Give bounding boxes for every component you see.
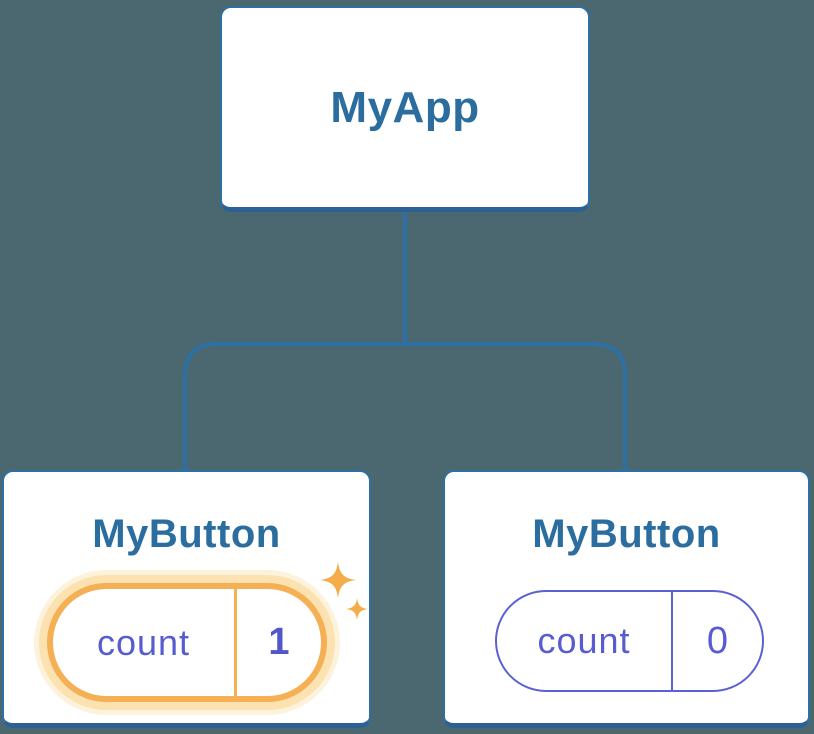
state-value: 1 [268, 621, 290, 663]
sparkle-icon [320, 562, 368, 620]
node-mybutton-1: MyButton count 1 [2, 470, 371, 728]
pill-divider [234, 589, 237, 696]
node-mybutton-1-label: MyButton [92, 512, 281, 556]
pill-divider [671, 592, 673, 690]
node-myapp-label: MyApp [330, 82, 480, 132]
state-pill-highlighted: count 1 [47, 583, 327, 702]
node-mybutton-2-label: MyButton [532, 512, 721, 556]
state-value: 0 [706, 619, 729, 662]
node-mybutton-2: MyButton count 0 [443, 470, 810, 728]
state-key: count [96, 621, 191, 663]
state-pill: count 0 [495, 590, 764, 692]
node-myapp: MyApp [220, 6, 590, 212]
state-key: count [537, 620, 631, 661]
